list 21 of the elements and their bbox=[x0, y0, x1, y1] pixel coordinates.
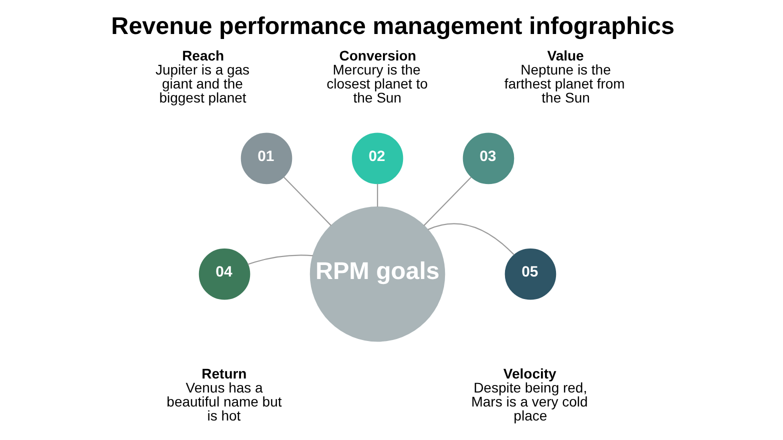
node-label: Mercury is the closest planet to the Sun bbox=[326, 61, 428, 106]
connector bbox=[428, 223, 514, 256]
node-label: Reach bbox=[182, 47, 224, 64]
node-circle: RPM goals bbox=[310, 206, 446, 342]
connector bbox=[424, 176, 472, 226]
diagram-title: Revenue performance management infographics bbox=[111, 13, 674, 40]
connector bbox=[248, 254, 313, 265]
node-circle: 01 bbox=[240, 132, 292, 184]
node-label: Jupiter is a gas giant and the biggest planet bbox=[156, 61, 250, 106]
node-label: Return bbox=[202, 366, 247, 382]
node-circle: 02 bbox=[352, 132, 404, 184]
connector bbox=[376, 184, 378, 207]
node-label: Venus has a beautiful name but is hot bbox=[166, 380, 282, 424]
node-label: Neptune is the farthest planet from the Sun bbox=[504, 61, 625, 106]
node-label: Conversion bbox=[339, 47, 416, 64]
node-circle: 03 bbox=[462, 132, 514, 184]
node-label: Velocity bbox=[503, 366, 556, 382]
node-circle: 04 bbox=[198, 248, 250, 300]
connector bbox=[283, 176, 332, 226]
node-circle: 05 bbox=[504, 248, 556, 300]
node-label: Value bbox=[547, 47, 584, 64]
